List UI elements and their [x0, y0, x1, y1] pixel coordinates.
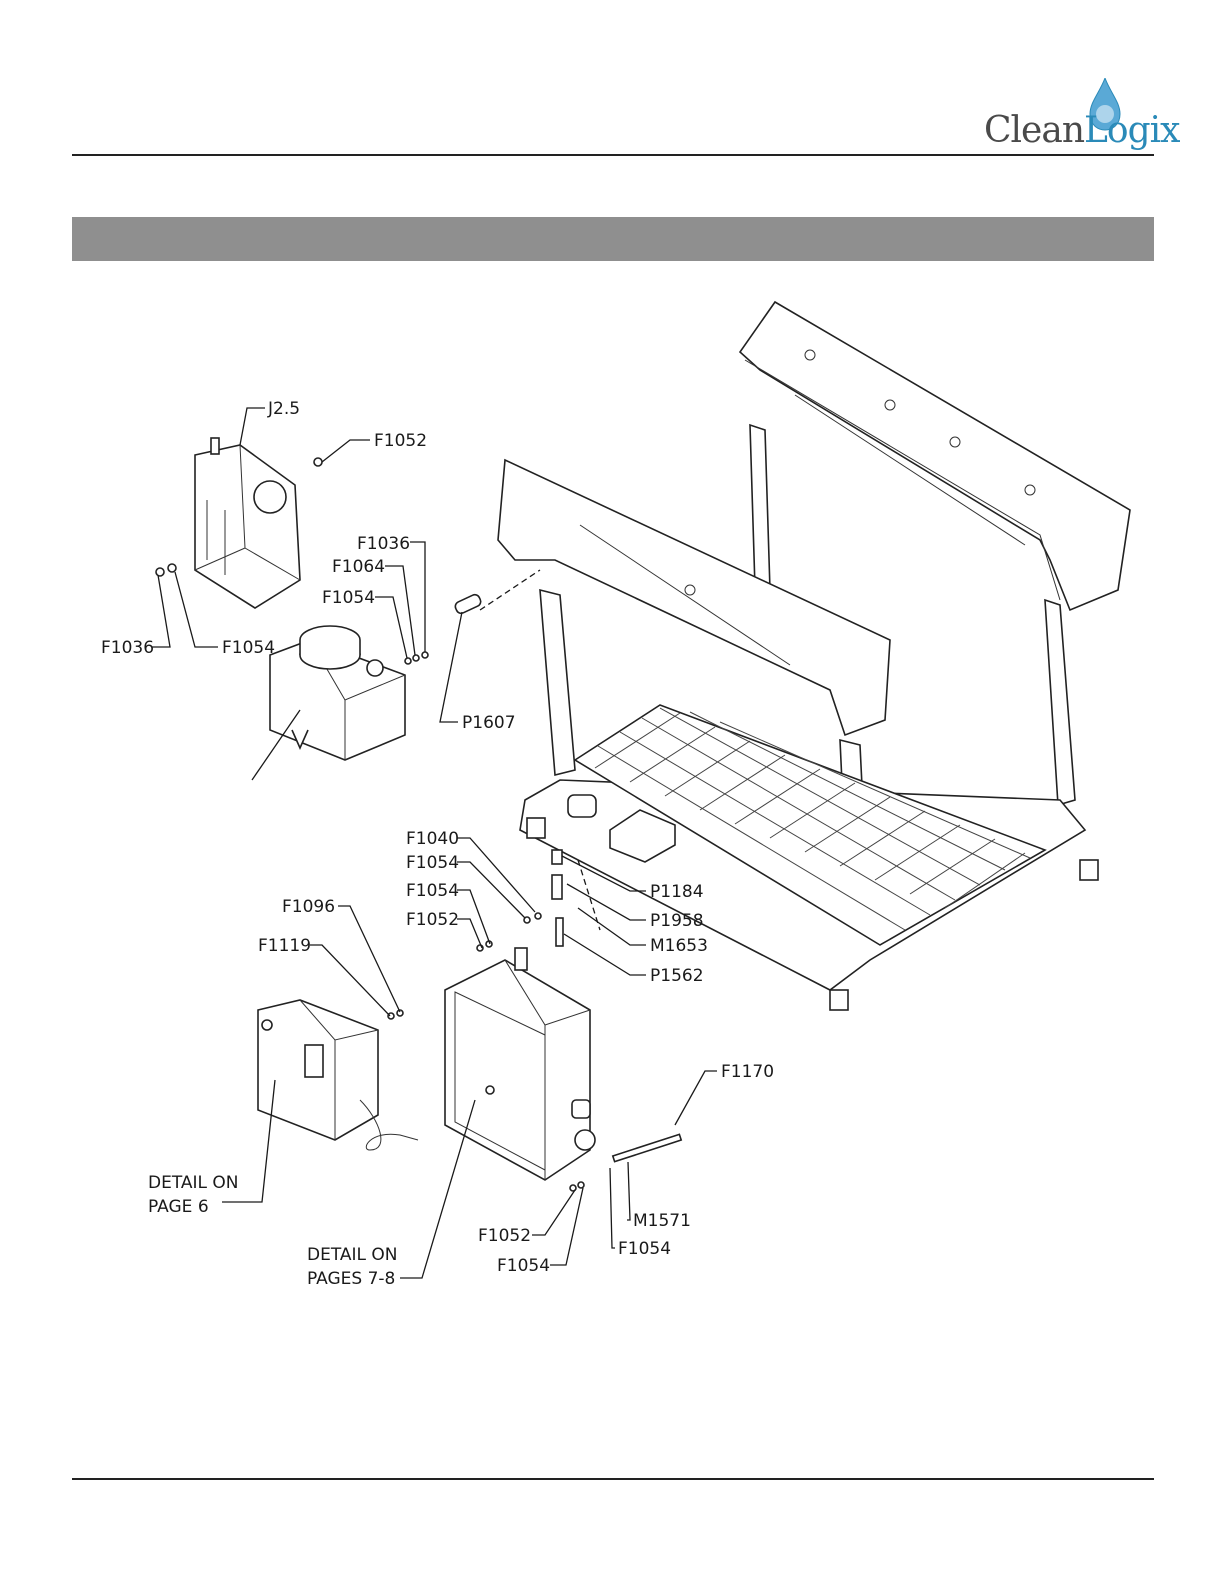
callout-f1052-top: F1052	[374, 431, 427, 451]
dispenser-unit	[195, 438, 300, 608]
callout-f1054-left: F1054	[222, 638, 275, 658]
callout-m1571: M1571	[633, 1211, 691, 1231]
control-box-small	[258, 1000, 418, 1150]
tank	[270, 626, 405, 760]
callout-f1036-left: F1036	[101, 638, 154, 658]
callout-f1054-bottom-right: F1054	[618, 1239, 671, 1259]
callout-f1052-bottom: F1052	[478, 1226, 531, 1246]
callout-f1040: F1040	[406, 829, 459, 849]
callout-p1958: P1958	[650, 911, 704, 931]
callout-p1607: P1607	[462, 713, 516, 733]
note-detail-pages78-line1: DETAIL ON	[307, 1245, 398, 1265]
callout-f1054-bottom: F1054	[497, 1256, 550, 1276]
callout-f1064: F1064	[332, 557, 385, 577]
callout-f1054-b: F1054	[406, 881, 459, 901]
callout-m1653: M1653	[650, 936, 708, 956]
note-detail-page6-line1: DETAIL ON	[148, 1173, 239, 1193]
callout-f1096: F1096	[282, 897, 335, 917]
note-detail-page6-line2: PAGE 6	[148, 1197, 209, 1217]
callout-f1054-mid: F1054	[322, 588, 375, 608]
callout-j2-5: J2.5	[267, 399, 300, 419]
stand-frame	[498, 302, 1130, 1010]
callout-f1054-a: F1054	[406, 853, 459, 873]
callout-f1170: F1170	[721, 1062, 774, 1082]
callout-f1119: F1119	[258, 936, 311, 956]
callout-p1562: P1562	[650, 966, 704, 986]
callout-p1184: P1184	[650, 882, 704, 902]
callout-f1052-mid: F1052	[406, 910, 459, 930]
note-detail-pages78-line2: PAGES 7-8	[307, 1269, 395, 1289]
callout-f1036-right: F1036	[357, 534, 410, 554]
control-box-large	[445, 948, 595, 1180]
